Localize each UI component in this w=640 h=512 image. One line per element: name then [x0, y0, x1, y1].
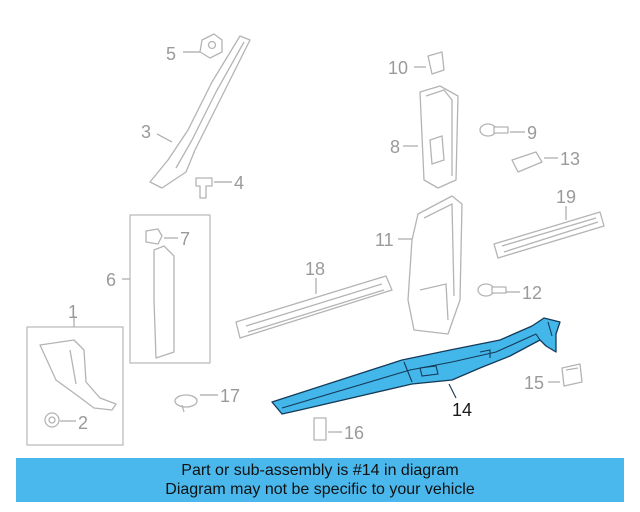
group-box-6 [129, 214, 211, 364]
callout-11[interactable]: 11 [375, 230, 394, 250]
callout-1[interactable]: 1 [68, 302, 78, 322]
part-1-trim-panel [39, 339, 117, 411]
part-8-pillar-upper [419, 85, 459, 189]
part-9-screw [479, 123, 509, 137]
callout-5[interactable]: 5 [166, 44, 176, 64]
callout-3[interactable]: 3 [141, 122, 151, 142]
callout-6[interactable]: 6 [106, 270, 116, 290]
part-12-screw [477, 283, 507, 297]
callout-2[interactable]: 2 [78, 413, 88, 433]
callout-12[interactable]: 12 [522, 283, 542, 303]
callout-15[interactable]: 15 [524, 373, 544, 393]
callout-8[interactable]: 8 [390, 137, 400, 157]
part-5-clip [199, 33, 223, 59]
callout-18[interactable]: 18 [305, 259, 325, 279]
part-4-clip [195, 177, 213, 199]
leader-14 [448, 383, 457, 399]
callout-14[interactable]: 14 [452, 400, 472, 420]
part-6-trim-panel [153, 245, 175, 359]
part-13-cover [511, 151, 543, 173]
group-box-1 [26, 326, 124, 446]
callout-9[interactable]: 9 [527, 123, 537, 143]
banner-line-1: Part or sub-assembly is #14 in diagram [181, 462, 459, 479]
part-14-sill-trim-highlighted[interactable] [271, 317, 561, 415]
callout-13[interactable]: 13 [560, 149, 580, 169]
callout-19[interactable]: 19 [556, 187, 576, 207]
part-3-pillar-trim [149, 35, 251, 189]
part-16-clip [313, 417, 327, 441]
info-banner: Part or sub-assembly is #14 in diagram D… [16, 458, 624, 502]
callout-7[interactable]: 7 [180, 229, 190, 249]
banner-line-2: Diagram may not be specific to your vehi… [165, 481, 475, 498]
part-15-clip [561, 363, 583, 387]
callout-10[interactable]: 10 [388, 58, 408, 78]
part-10-clip [427, 51, 445, 75]
callout-4[interactable]: 4 [234, 173, 244, 193]
parts-diagram: 5 3 4 6 7 1 2 10 [26, 33, 605, 446]
part-18-sill-plate [235, 275, 393, 339]
callout-17[interactable]: 17 [220, 386, 240, 406]
part-17-push-pin [174, 394, 198, 413]
part-19-sill-plate [493, 211, 605, 259]
part-2-fastener [44, 412, 60, 428]
callout-16[interactable]: 16 [344, 423, 364, 443]
part-7-clip [145, 228, 163, 245]
part-11-pillar-lower [407, 195, 463, 335]
